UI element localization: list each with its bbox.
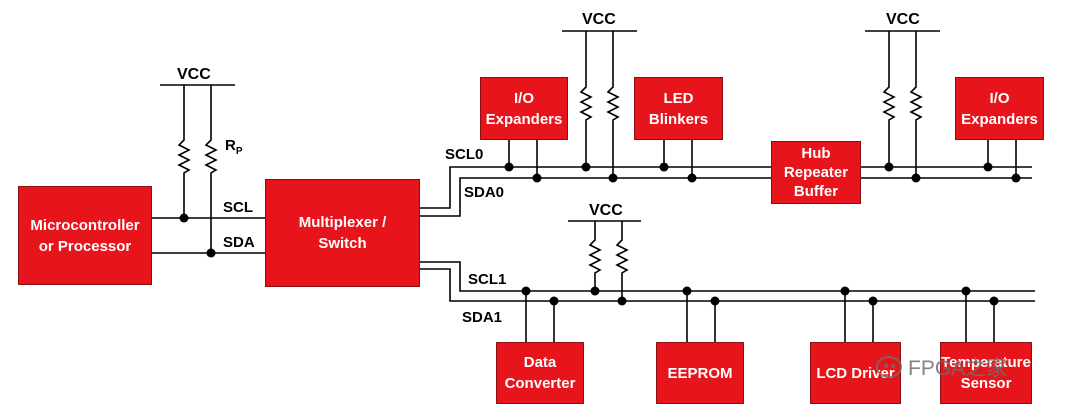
io-expanders-right-line1: I/O [989,89,1010,107]
junction-dot [710,296,720,306]
junction-dot [608,173,618,183]
wechat-icon [876,356,902,378]
pullup-resistor-sda0-right [909,31,923,178]
pullup-resistor-label: RP [225,137,243,157]
pullup-resistor-scl0-right [882,31,896,167]
junction-dot [504,162,514,172]
pullup-resistor-scl1 [588,221,602,291]
microcontroller-label-line2: or Processor [38,237,132,255]
vcc-label-top-right: VCC [886,11,920,28]
sda1-wire [420,268,1035,302]
scl0-wire [420,166,1032,209]
eeprom-block: EEPROM [656,342,744,404]
hub-line1: Hub [801,145,831,162]
io-expanders-block-left: I/O Expanders [480,77,568,140]
junction-dot [590,286,600,296]
junction-dot [682,286,692,296]
rp-subscript: P [235,146,243,157]
junction-dot [532,173,542,183]
hub-line2: Repeater [783,164,849,181]
sda0-wire [420,177,1032,217]
led-blinkers-block: LED Blinkers [634,77,723,140]
junction-dot [659,162,669,172]
vcc-label-bottom: VCC [589,202,623,219]
scl1-wire [420,261,1035,292]
junction-dot [911,173,921,183]
data-converter-line2: Converter [504,375,576,392]
junction-dot [884,162,894,172]
vcc-label-left: VCC [177,66,211,83]
multiplexer-label-line2: Switch [318,235,367,252]
junction-dot [521,286,531,296]
rp-main: R [225,137,236,154]
io-expanders-right-line2: Expanders [961,110,1038,128]
watermark-text: FPGA之家 [908,357,1008,380]
junction-dot [983,162,993,172]
microcontroller-label-line1: Microcontroller [30,216,140,234]
data-converter-line1: Data [523,354,557,371]
scl-label: SCL [223,199,253,216]
junction-dot [840,286,850,296]
sda1-label: SDA1 [462,309,503,326]
pullup-resistor-scl0-mid [579,31,593,167]
led-blinkers-line1: LED [663,89,694,107]
io-expanders-left-line2: Expanders [485,110,563,128]
junction-dot [617,296,627,306]
pullup-resistor-sda0-mid [606,31,620,178]
scl0-label: SCL0 [445,146,484,163]
pullup-resistor-sda1 [615,221,629,301]
junction-dot [687,173,697,183]
multiplexer-switch-block: Multiplexer / Switch [265,179,420,287]
junction-dot [961,286,971,296]
io-expanders-block-right: I/O Expanders [955,77,1044,140]
vcc-label-top-mid: VCC [582,11,616,28]
multiplexer-label-line1: Multiplexer / [298,214,387,231]
junction-dot [206,248,216,258]
scl1-label: SCL1 [468,271,507,288]
junction-dot [179,213,189,223]
pullup-resistor-sda [204,85,218,253]
junction-dot [868,296,878,306]
sda-label: SDA [223,234,255,251]
temperature-sensor-line1: Temperature [941,354,1031,371]
io-expanders-left-line1: I/O [513,89,534,107]
hub-line3: Buffer [793,183,839,200]
junction-dot [989,296,999,306]
lcd-driver-label: LCD Driver [816,364,895,382]
junction-dot [581,162,591,172]
sda0-label: SDA0 [464,184,505,201]
temperature-sensor-line2: Sensor [960,375,1012,392]
watermark: FPGA之家 [876,352,1007,382]
led-blinkers-line2: Blinkers [648,110,709,128]
eeprom-label: EEPROM [667,364,733,382]
microcontroller-block: Microcontroller or Processor [18,186,152,285]
junction-dot [549,296,559,306]
junction-dot [1011,173,1021,183]
pullup-resistor-scl [177,85,191,218]
